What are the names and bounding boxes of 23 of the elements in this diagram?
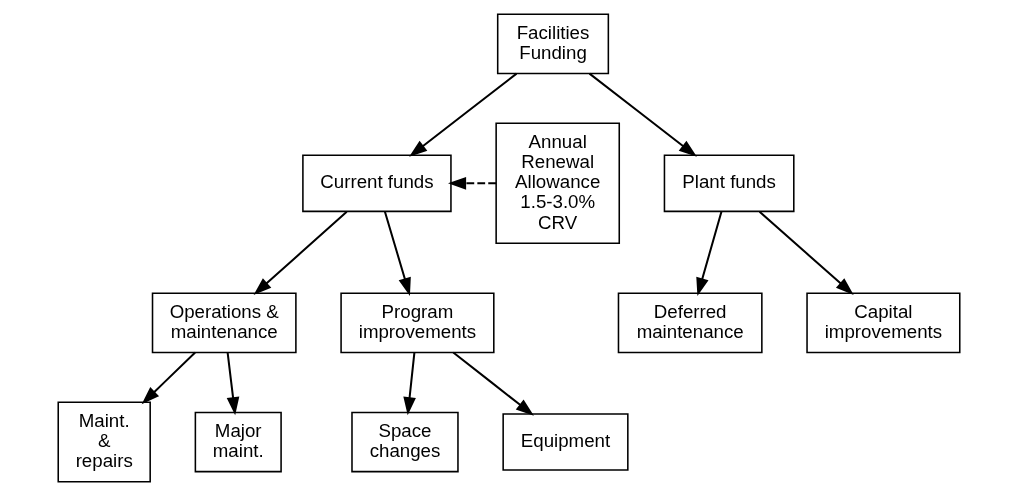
arrow	[253, 211, 348, 295]
node-box: Plant funds	[663, 154, 795, 213]
arrow	[409, 72, 518, 157]
node-box: Space changes	[351, 411, 459, 473]
node-box: Current funds	[302, 154, 452, 213]
arrow	[588, 72, 697, 157]
arrow	[696, 211, 723, 296]
arrow	[141, 351, 196, 405]
arrow	[403, 352, 416, 416]
arrow	[452, 351, 534, 416]
node-box: Maint. & repairs	[57, 401, 151, 483]
node-box: Equipment	[502, 413, 629, 471]
arrow	[383, 211, 411, 296]
node-box: Program improvements	[340, 292, 495, 354]
arrow	[448, 177, 497, 190]
node-box: Deferred maintenance	[617, 292, 763, 354]
node-box: Annual Renewal Allowance 1.5-3.0% CRV	[495, 122, 621, 245]
node-box: Operations & maintenance	[151, 292, 297, 354]
arrow	[226, 352, 240, 416]
node-box: Capital improvements	[806, 292, 961, 354]
node-box: Major maint.	[194, 411, 282, 473]
node-box: Facilities Funding	[496, 13, 610, 75]
arrow	[758, 211, 854, 295]
